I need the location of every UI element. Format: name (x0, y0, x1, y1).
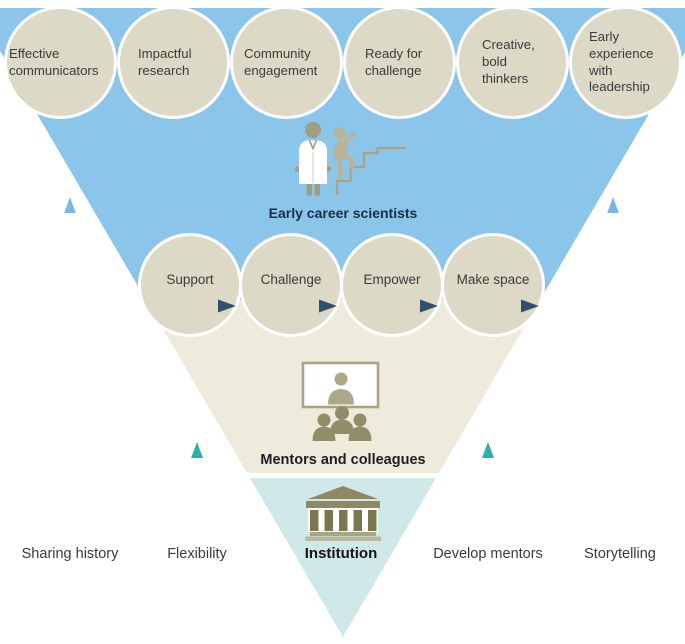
right-arrow-icon (445, 299, 539, 313)
quality-label: Early experience with leadership (589, 28, 654, 95)
presenter-screen (301, 361, 380, 409)
enabler-label-develop-mentors: Develop mentors (433, 546, 543, 562)
action-label: Support (166, 272, 214, 287)
presenter-with-audience-icon (301, 361, 380, 441)
action-label: Make space (456, 272, 530, 287)
quality-circle: Early experience with leadership (569, 6, 682, 119)
quality-circle: Community engagement (230, 6, 343, 119)
enabler-label-flexibility: Flexibility (167, 546, 227, 562)
quality-circle: Creative, bold thinkers (456, 6, 569, 119)
scientist-climbing-stairs-icon (295, 122, 406, 196)
action-circle: Make space (441, 233, 545, 337)
institution-label: Institution (304, 545, 378, 562)
quality-label: Community engagement (244, 45, 318, 78)
climbing-person (333, 127, 356, 180)
quality-label: Creative, bold thinkers (482, 37, 535, 86)
quality-label: Ready for challenge (365, 45, 423, 78)
quality-circle: Impactful research (117, 6, 230, 119)
action-circle: Challenge (239, 233, 343, 337)
quality-circle: Effective communicators (4, 6, 117, 119)
storytelling-arrow (607, 197, 619, 532)
quality-label: Effective communicators (9, 45, 99, 78)
columns (310, 510, 377, 531)
enabler-label-storytelling: Storytelling (584, 546, 656, 562)
sharing-history-arrow (64, 197, 76, 532)
quality-circle: Ready for challenge (343, 6, 456, 119)
scientist-person (295, 122, 331, 196)
audience-group (312, 406, 372, 441)
right-arrow-icon (344, 299, 438, 313)
develop-mentors-arrow (482, 442, 494, 534)
action-circle: Support (138, 233, 242, 337)
right-arrow-icon (142, 299, 236, 313)
flexibility-arrow (191, 442, 203, 534)
enabler-label-sharing-history: Sharing history (21, 546, 119, 562)
institution-building-icon (305, 486, 381, 541)
cyan-triangle-section (250, 478, 436, 637)
right-arrow-icon (243, 299, 337, 313)
quality-label: Impactful research (138, 45, 192, 78)
action-label: Challenge (260, 272, 322, 287)
action-circle: Empower (340, 233, 444, 337)
action-label: Empower (363, 272, 421, 287)
early-career-scientists-label: Early career scientists (268, 205, 418, 221)
mentors-and-colleagues-label: Mentors and colleagues (260, 452, 426, 468)
